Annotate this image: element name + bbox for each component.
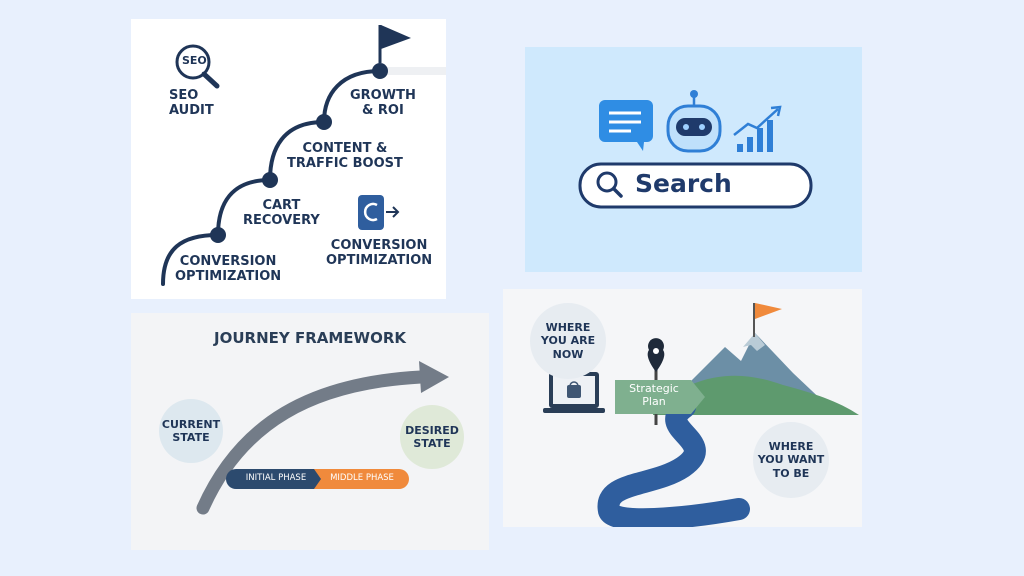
growth-bar-4 <box>767 120 773 152</box>
step-label-4: GROWTH & ROI <box>350 88 416 119</box>
arrow-right-icon <box>392 206 400 218</box>
growth-bar-1 <box>737 144 743 152</box>
seo-audit-line2: AUDIT <box>169 102 214 118</box>
search-icons-drawing <box>578 90 813 209</box>
staircase-drawing <box>161 25 446 286</box>
landscape-drawing <box>543 303 859 527</box>
where-now-line1: WHERE <box>545 321 591 335</box>
step-label-4-line1: GROWTH <box>350 88 416 103</box>
strategic-plan-label: Strategic Plan <box>617 382 691 408</box>
journey-arrow-drawing <box>196 361 449 515</box>
step-node-4 <box>372 63 388 79</box>
seo-audit-label: SEO AUDIT <box>169 88 214 119</box>
step-label-2: CART RECOVERY <box>243 198 320 229</box>
step-node-3 <box>316 114 332 130</box>
sign-line1: Strategic <box>629 382 679 395</box>
staircase-roadmap-panel: SEO SEO AUDIT CONVERSION OPTIMIZATION CA… <box>131 19 446 299</box>
search-icon <box>596 171 618 193</box>
step-label-4-line2: & ROI <box>362 102 404 118</box>
current-state-line1: CURRENT <box>161 417 221 431</box>
seo-badge: SEO <box>182 54 207 67</box>
middle-phase-label: MIDDLE PHASE <box>330 473 394 483</box>
winding-road <box>597 396 750 527</box>
growth-bar-2 <box>747 137 753 152</box>
conversion-side-line1: CONVERSION <box>330 238 428 253</box>
magnifier-handle <box>201 71 220 89</box>
growth-arrow-icon <box>770 105 782 117</box>
step-label-3-line1: CONTENT & <box>302 141 388 156</box>
journey-arrowhead-icon <box>419 361 449 393</box>
shopping-bag-icon <box>567 385 581 398</box>
step-label-3: CONTENT & TRAFFIC BOOST <box>287 141 403 172</box>
step-label-1: CONVERSION OPTIMIZATION <box>175 254 282 285</box>
chat-bubble-tail <box>637 142 644 151</box>
where-want-line1: WHERE <box>768 440 814 454</box>
desired-state-line1: DESIRED <box>405 423 459 437</box>
middle-phase-pill <box>314 469 409 489</box>
initial-phase-pill <box>226 469 324 489</box>
refresh-icon <box>363 202 378 222</box>
conversion-icon <box>358 195 384 230</box>
seo-magnifier-icon <box>175 44 211 80</box>
robot-visor <box>676 118 712 136</box>
step-label-2-line2: RECOVERY <box>243 212 320 228</box>
step-label-3-line2: TRAFFIC BOOST <box>287 155 403 171</box>
location-pin-icon <box>647 338 665 372</box>
current-state-line2: STATE <box>172 431 210 444</box>
step-node-2 <box>262 172 278 188</box>
initial-phase-label: INITIAL PHASE <box>245 473 307 483</box>
desired-state-line2: STATE <box>413 437 451 450</box>
flag-icon <box>381 25 411 49</box>
ledge-line <box>381 67 446 75</box>
step-label-1-line2: OPTIMIZATION <box>175 268 282 284</box>
journey-title: JOURNEY FRAMEWORK <box>214 329 406 347</box>
where-want-line2: YOU WANT <box>757 453 825 467</box>
conversion-side-line2: OPTIMIZATION <box>326 252 433 268</box>
sign-line2: Plan <box>642 394 666 408</box>
snow-cap <box>743 333 765 351</box>
location-pin-dot <box>653 348 659 354</box>
orange-flag-icon <box>755 303 782 319</box>
journey-arrow-shaft <box>196 370 428 515</box>
shopping-bag-handle <box>569 381 579 387</box>
seo-audit-line1: SEO <box>169 88 199 103</box>
laptop-base <box>543 408 605 413</box>
robot-eye-right <box>699 124 705 130</box>
step-label-2-line1: CART <box>262 198 301 213</box>
robot-eye-left <box>683 124 689 130</box>
where-now-line3: NOW <box>552 347 584 361</box>
where-now-line2: YOU ARE <box>540 334 596 348</box>
search-icon-handle <box>612 187 623 198</box>
green-hill <box>653 375 859 415</box>
where-want-line3: TO BE <box>772 466 810 480</box>
step-node-1 <box>210 227 226 243</box>
robot-antenna-tip <box>690 90 698 98</box>
search-bar[interactable] <box>578 162 813 209</box>
conversion-side-label: CONVERSION OPTIMIZATION <box>326 238 433 269</box>
search-text: Search <box>635 169 732 198</box>
growth-trend-line <box>733 108 779 136</box>
strategic-plan-sign <box>615 380 705 414</box>
step-label-1-line1: CONVERSION <box>179 254 277 269</box>
search-panel: Search <box>525 47 862 272</box>
growth-bar-3 <box>757 128 763 152</box>
